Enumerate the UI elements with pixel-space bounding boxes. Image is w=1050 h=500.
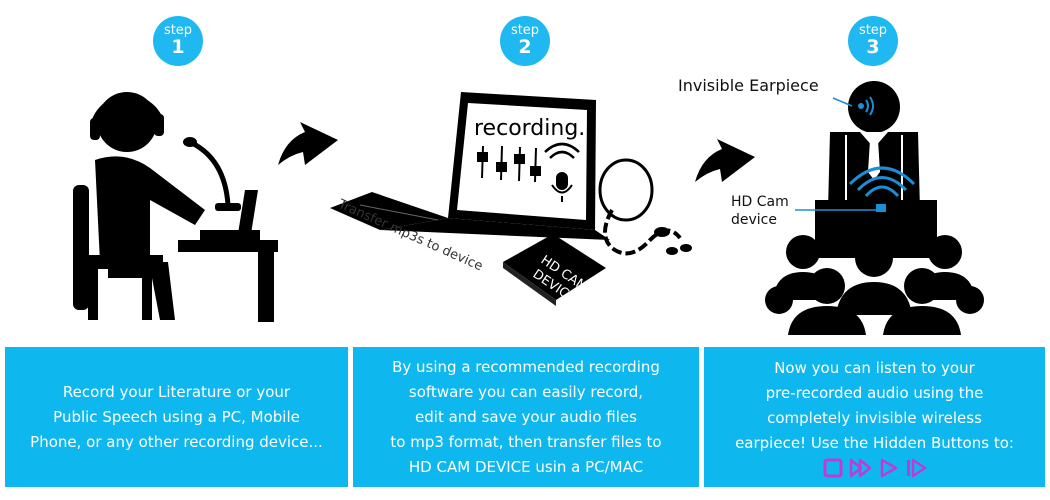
person-recording-icon — [73, 92, 278, 322]
step-1-badge: step 1 — [153, 16, 203, 66]
description-line: HD CAM DEVICE usin a PC/MAC — [408, 457, 644, 476]
step-number: 1 — [171, 36, 185, 58]
step-word: step — [858, 23, 888, 38]
description-line: By using a recommended recording — [392, 357, 660, 376]
description-line: to mp3 format, then transfer files to — [390, 432, 662, 451]
description-line: pre-recorded audio using the — [765, 384, 984, 402]
laptop-screen-text: recording.. — [474, 116, 592, 141]
arrow-right-icon — [278, 122, 338, 165]
description-line: Record your Literature or your — [62, 382, 291, 401]
fast-forward-icon — [849, 458, 871, 478]
laptop-icon: recording.. — [330, 92, 610, 240]
step-2-description: By using a recommended recording softwar… — [353, 347, 699, 487]
description-line: earpiece! Use the Hidden Buttons to: — [735, 434, 1014, 452]
description-line: edit and save your audio files — [415, 407, 637, 426]
play-icon — [880, 458, 897, 478]
step-3-badge: step 3 — [848, 16, 898, 66]
stop-icon — [823, 458, 842, 478]
description-line: Phone, or any other recording device... — [30, 432, 323, 451]
arrow-right-icon — [695, 139, 755, 182]
description-line: Public Speech using a PC, Mobile — [53, 407, 300, 426]
step-3-description: Now you can listen to your pre-recorded … — [704, 347, 1045, 487]
hidden-buttons-row — [823, 458, 927, 478]
cable-loop — [598, 158, 654, 222]
invisible-earpiece-label: Invisible Earpiece — [678, 76, 819, 95]
next-track-icon — [906, 458, 926, 478]
step-word: step — [163, 23, 193, 38]
description-line: software you can easily record, — [408, 382, 644, 401]
hd-cam-label-line2: device — [731, 212, 777, 228]
hd-cam-label-line1: HD Cam — [731, 194, 789, 210]
step-2-badge: step 2 — [500, 16, 550, 66]
illustration-canvas: recording.. HD CAM DEVICE — [73, 81, 984, 335]
step-number: 3 — [866, 36, 880, 58]
step-1-description: Record your Literature or your Public Sp… — [5, 347, 348, 487]
presenter-audience-icon — [765, 81, 984, 335]
hd-cam-device-icon: HD CAM DEVICE — [503, 234, 606, 306]
hd-cam-label: HD Cam device — [731, 193, 789, 229]
step-word: step — [510, 23, 540, 38]
description-line: completely invisible wireless — [767, 409, 982, 427]
description-line: Now you can listen to your — [774, 359, 975, 377]
step-number: 2 — [518, 36, 532, 58]
